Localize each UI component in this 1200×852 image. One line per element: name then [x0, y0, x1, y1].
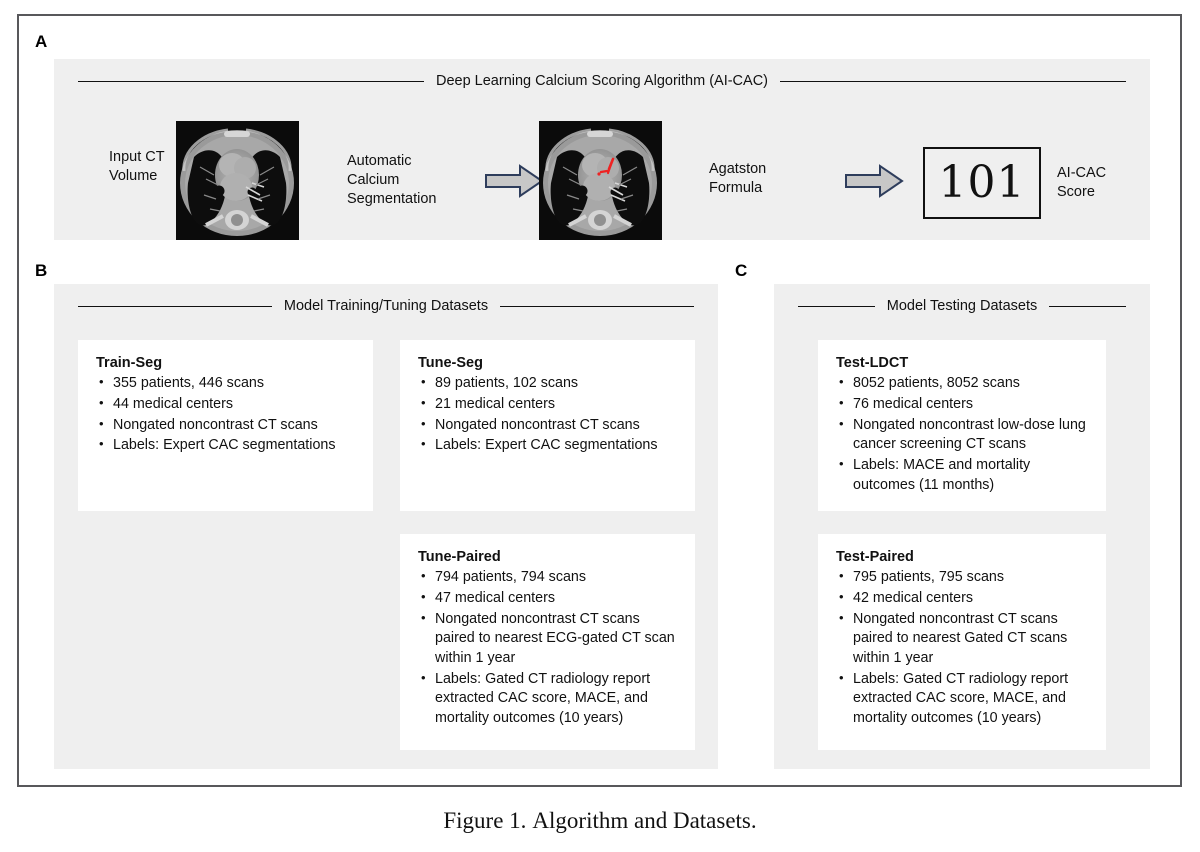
figure-caption: Figure 1.Algorithm and Datasets. [0, 808, 1200, 834]
card-title: Test-Paired [836, 549, 914, 565]
card-bullet-list: 795 patients, 795 scans 42 medical cente… [836, 567, 1090, 729]
ct-axial-slice-icon [176, 121, 299, 240]
card-title: Train-Seg [96, 355, 163, 371]
agatston-formula-label: Agatston Formula [709, 161, 767, 197]
list-item: 47 medical centers [418, 588, 679, 609]
panel-a-letter: A [35, 32, 48, 51]
dataset-card-test-paired: Test-Paired 795 patients, 795 scans 42 m… [818, 534, 1106, 750]
list-item: 355 patients, 446 scans [96, 373, 357, 394]
right-block-arrow-icon [484, 164, 544, 203]
list-item: 8052 patients, 8052 scans [836, 373, 1090, 394]
card-bullet-list: 89 patients, 102 scans 21 medical center… [418, 373, 679, 456]
list-item: Labels: Expert CAC segmentations [418, 435, 679, 456]
list-item: 89 patients, 102 scans [418, 373, 679, 394]
dataset-card-train-seg: Train-Seg 355 patients, 446 scans 44 med… [78, 340, 373, 511]
right-block-arrow-icon-2 [844, 164, 904, 203]
panel-a-container: Deep Learning Calcium Scoring Algorithm … [54, 59, 1150, 240]
section-rule-left [798, 305, 875, 307]
figure-frame: A Deep Learning Calcium Scoring Algorith… [17, 14, 1182, 787]
panel-b-container: Model Training/Tuning Datasets Train-Seg… [54, 284, 718, 769]
panel-b-section-head: Model Training/Tuning Datasets [78, 298, 694, 314]
section-rule-right [780, 80, 1126, 82]
list-item: Labels: MACE and mortality outcomes (11 … [836, 455, 1090, 495]
section-rule-right [500, 305, 694, 307]
section-rule-left [78, 305, 272, 307]
ct-axial-slice-with-calcium-overlay-icon [539, 121, 662, 240]
panel-a-title: Deep Learning Calcium Scoring Algorithm … [435, 73, 769, 89]
panel-c-container: Model Testing Datasets Test-LDCT 8052 pa… [774, 284, 1150, 769]
list-item: Nongated noncontrast CT scans [418, 415, 679, 436]
dataset-card-test-ldct: Test-LDCT 8052 patients, 8052 scans 76 m… [818, 340, 1106, 511]
panel-b-letter: B [35, 261, 48, 280]
list-item: 42 medical centers [836, 588, 1090, 609]
list-item: 795 patients, 795 scans [836, 567, 1090, 588]
ai-cac-score-label: AI-CAC Score [1057, 165, 1107, 201]
section-rule-right [1049, 305, 1127, 307]
dataset-card-tune-seg: Tune-Seg 89 patients, 102 scans 21 medic… [400, 340, 695, 511]
list-item: 76 medical centers [836, 394, 1090, 415]
list-item: Nongated noncontrast CT scans paired to … [836, 609, 1090, 669]
card-title: Tune-Paired [418, 549, 501, 565]
panel-a-section-head: Deep Learning Calcium Scoring Algorithm … [78, 73, 1126, 89]
card-bullet-list: 794 patients, 794 scans 47 medical cente… [418, 567, 679, 729]
automatic-calcium-segmentation-label: Automatic Calcium Segmentation [347, 153, 437, 208]
list-item: Nongated noncontrast CT scans paired to … [418, 609, 679, 669]
list-item: Nongated noncontrast low-dose lung cance… [836, 415, 1090, 455]
list-item: Nongated noncontrast CT scans [96, 415, 357, 436]
list-item: 21 medical centers [418, 394, 679, 415]
card-bullet-list: 355 patients, 446 scans 44 medical cente… [96, 373, 357, 456]
panel-c-section-head: Model Testing Datasets [798, 298, 1127, 314]
panel-c-letter: C [735, 261, 748, 280]
list-item: Labels: Gated CT radiology report extrac… [418, 669, 679, 729]
list-item: Labels: Gated CT radiology report extrac… [836, 669, 1090, 729]
dataset-card-tune-paired: Tune-Paired 794 patients, 794 scans 47 m… [400, 534, 695, 750]
ai-cac-score-value: 101 [938, 157, 1026, 208]
figure-caption-number: Figure 1. [443, 808, 527, 833]
ai-cac-score-box: 101 [923, 147, 1041, 219]
figure-caption-text: Algorithm and Datasets. [532, 808, 757, 833]
card-title: Test-LDCT [836, 355, 909, 371]
list-item: 794 patients, 794 scans [418, 567, 679, 588]
list-item: 44 medical centers [96, 394, 357, 415]
panel-c-title: Model Testing Datasets [886, 298, 1038, 314]
list-item: Labels: Expert CAC segmentations [96, 435, 357, 456]
card-title: Tune-Seg [418, 355, 483, 371]
panel-b-title: Model Training/Tuning Datasets [283, 298, 489, 314]
section-rule-left [78, 80, 424, 82]
card-bullet-list: 8052 patients, 8052 scans 76 medical cen… [836, 373, 1090, 495]
input-ct-volume-label: Input CT Volume [109, 149, 165, 185]
